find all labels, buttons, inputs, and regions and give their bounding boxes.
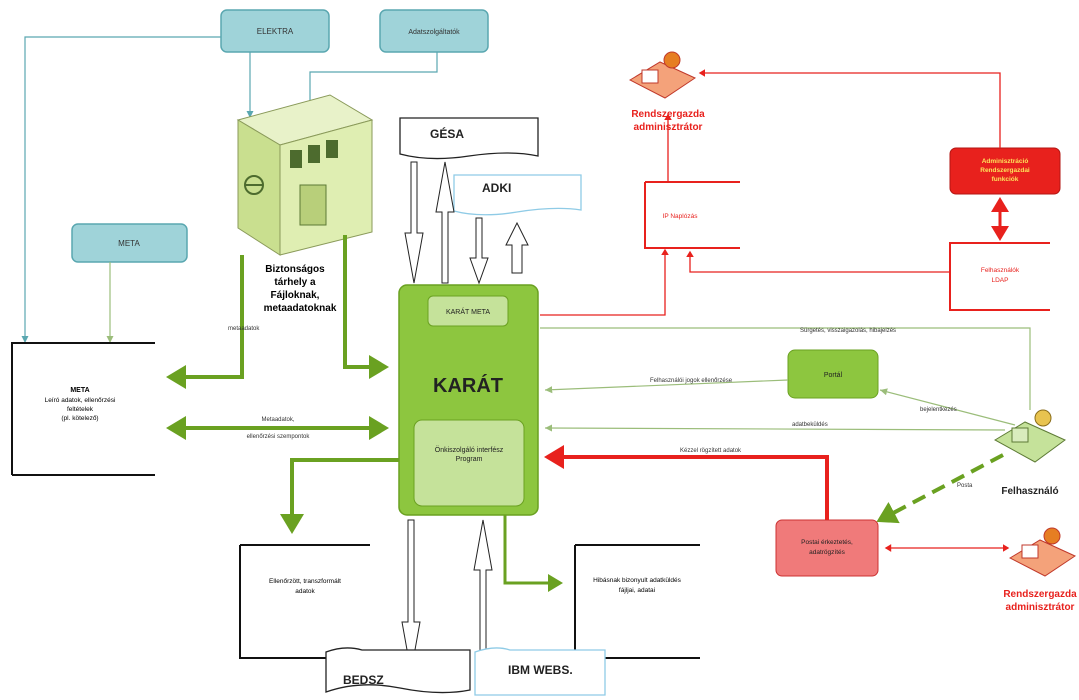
red-connectors [540,69,1010,552]
admin-box-line2: Rendszergazdai [980,167,1030,174]
building-label-4: metaadatoknak [264,303,337,314]
admin-box-line3: funkciók [992,176,1019,183]
edge-posta: Posta [957,483,973,489]
rendszergazda-bottom-2: adminisztrátor [1006,602,1075,613]
edge-metaadatok-szempontok-2: ellenőrzési szempontok [247,434,311,440]
ip-naplozas-label: IP Naplózás [663,213,699,220]
gesa-down-arrow [404,161,424,284]
hibasnak-line1: Hibásnak bizonyult adatküldés [593,577,682,584]
green-thick-connectors [166,235,1004,592]
hollow-arrows [401,161,529,673]
adatszolgaltatok-box: Adatszolgáltatók [379,9,489,53]
meta-doc-line1: Leíró adatok, ellenőrzési [45,397,116,404]
onkiszolgalo-label-2: Program [456,456,483,463]
felhasznalok-ldap-box: Felhasználók LDAP [949,242,1050,311]
elektra-box: ELEKTRA [220,9,330,53]
meta-doc-box: META Leíró adatok, ellenőrzési feltétele… [11,342,155,476]
adatszolgaltatok-label: Adatszolgáltatók [408,29,460,36]
secure-storage-building-icon [236,94,374,256]
bedsz-down-arrow [401,519,421,673]
portal-box: Portál [787,349,879,399]
ldap-line1: Felhasználók [981,267,1020,274]
felhasznalo-label: Felhasználó [1001,486,1058,497]
edge-kezzel-rogzitett: Kézzel rögzített adatok [680,448,742,454]
ellenorzott-line2: adatok [295,588,315,595]
adki-label: ADKI [482,181,511,195]
hibasnak-box: Hibásnak bizonyult adatküldés fájljai, a… [574,544,700,659]
karat-meta-label: KARÁT META [446,307,490,316]
edge-metaadatok: metaadatok [228,326,260,332]
bedsz-shape: BEDSZ [325,647,471,694]
ellenorzott-line1: Ellenőrzött, transzformált [269,578,341,585]
meta-doc-title: META [70,387,89,394]
ldap-line2: LDAP [992,277,1009,284]
adki-down-arrow [469,217,489,285]
karat-label: KARÁT [433,374,503,397]
meta-doc-line2: feltételek [67,406,94,413]
onkiszolgalo-label-1: Önkiszolgáló interfész [435,446,504,454]
edge-surgetes: Sürgetés, visszaigazolás, hibajelzés [800,328,896,334]
postai-line1: Postai érkeztetés, [801,539,853,546]
gesa-shape: GÉSA [399,117,539,160]
postai-box: Postai érkeztetés, adatrögzítés [775,519,879,577]
edge-bejelentkezes: bejelentkezés [920,407,957,413]
onkiszolgalo-box: Önkiszolgáló interfész Program [413,419,525,507]
ibm-label: IBM WEBS. [508,663,573,677]
user-icon [993,409,1066,463]
postai-line2: adatrögzítés [809,549,846,556]
edge-adatbekuldes: adatbeküldés [792,422,828,428]
building-label-3: Fájloknak, [271,290,320,301]
building-label-2: tárhely a [274,277,316,288]
edge-felhasznaloi-jogok: Felhasználói jogok ellenőrzése [650,378,733,384]
adki-up-arrow [505,221,529,274]
elektra-label: ELEKTRA [257,27,294,36]
gesa-label: GÉSA [430,126,464,141]
edge-metaadatok-szempontok-1: Metaadatok, [261,417,294,423]
admin-box-line1: Adminisztráció [982,158,1029,165]
gesa-up-arrow [435,161,455,284]
rendszergazda-top-2: adminisztrátor [634,122,703,133]
adki-shape: ADKI [453,174,582,216]
rendszergazda-top-1: Rendszergazda [631,109,705,120]
bedsz-label: BEDSZ [343,673,384,687]
building-label-1: Biztonságos [265,264,325,275]
thin-connectors [540,327,1031,432]
meta-top-label: META [118,239,140,248]
admin-funkciok-box: Adminisztráció Rendszergazdai funkciók [949,147,1061,195]
ellenorzott-box: Ellenőrzött, transzformált adatok [239,544,370,659]
ibm-shape: IBM WEBS. [474,647,606,696]
rendszergazda-bottom-1: Rendszergazda [1003,589,1077,600]
meta-doc-line3: (pl. kötelező) [61,415,98,422]
portal-label: Portál [824,372,843,379]
meta-top-box: META [71,223,188,263]
ip-naplozas-box: IP Naplózás [644,181,740,249]
admin-bottom-icon [1008,527,1077,577]
teal-connectors [21,36,438,343]
karat-meta-box: KARÁT META [427,295,509,327]
kezzel-rogzitett-arrow [544,445,829,520]
admin-top-icon [628,51,697,99]
hibasnak-line2: fájljai, adatai [619,587,655,594]
